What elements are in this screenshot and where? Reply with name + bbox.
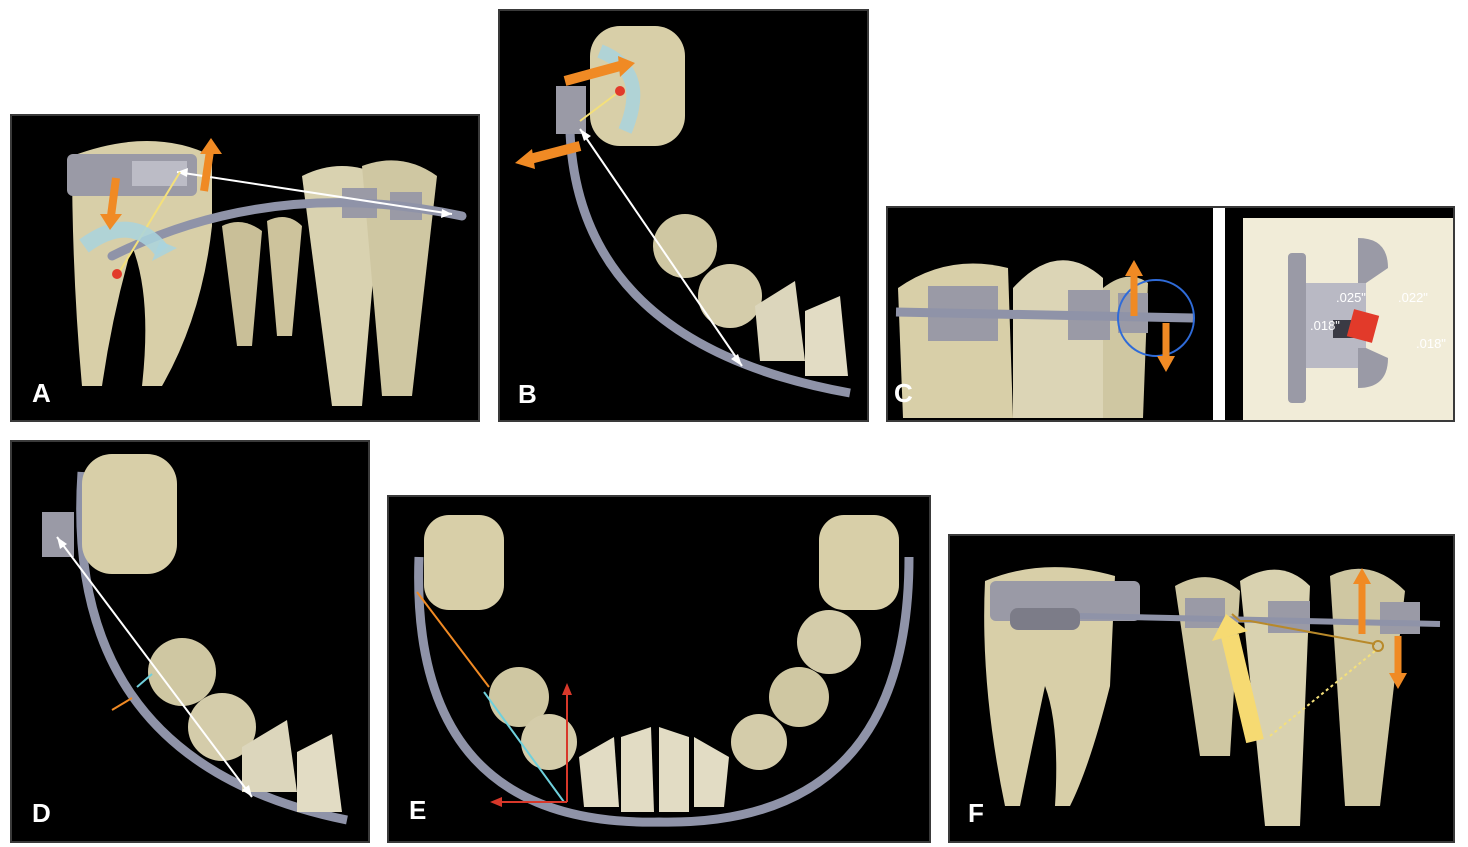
bracket-base <box>1288 253 1306 403</box>
line-cyan <box>483 691 565 803</box>
molar-tube <box>132 161 187 186</box>
molar-bracket <box>556 86 586 134</box>
tooth-occlusal <box>489 667 549 727</box>
panel-c-label: C <box>894 378 913 408</box>
perpendicular-line <box>136 673 153 688</box>
premolar-tooth <box>1240 569 1310 826</box>
center-of-resistance <box>615 86 625 96</box>
panel-c: .025" .022" .018" .018" C <box>886 206 1455 422</box>
panel-a-label: A <box>32 378 51 408</box>
tooth-occlusal <box>521 714 577 770</box>
panel-e-label: E <box>409 795 427 825</box>
molar-occlusal-right <box>819 515 899 610</box>
premolar-occlusal <box>148 638 216 706</box>
spring-coil <box>1372 640 1384 652</box>
measure-line <box>176 171 453 215</box>
molar-tooth <box>72 141 212 386</box>
force-line-dotted <box>1269 650 1376 737</box>
force-arrow <box>563 61 622 86</box>
tooth-occlusal <box>797 610 861 674</box>
tooth-occlusal <box>731 714 787 770</box>
offset-arrow <box>111 697 133 711</box>
panel-e: E <box>387 495 931 843</box>
archwire <box>565 100 851 398</box>
incisor-tooth <box>805 296 848 376</box>
force-arrow <box>528 141 582 164</box>
panel-a: A <box>10 114 480 422</box>
incisor-tooth <box>297 734 342 812</box>
center-line <box>116 171 181 277</box>
force-arrow-down <box>107 177 120 217</box>
bracket <box>1380 602 1420 634</box>
molar-bracket <box>42 512 74 557</box>
archwire <box>1079 613 1441 627</box>
dim-018-wire: .018" <box>1416 336 1446 351</box>
panel-d-label: D <box>32 798 51 828</box>
tooth-occlusal <box>769 667 829 727</box>
panel-f: F <box>948 534 1455 843</box>
force-arrow-large <box>1221 633 1264 744</box>
dim-022: .022" <box>1398 290 1428 305</box>
panel-d-illustration <box>42 454 348 825</box>
panel-b-illustration <box>515 26 851 398</box>
panel-e-illustration <box>414 515 914 827</box>
panel-b-label: B <box>518 379 537 409</box>
molar-occlusal <box>82 454 177 574</box>
center-of-resistance <box>112 269 122 279</box>
molar-occlusal-left <box>424 515 504 610</box>
measure-line-orange <box>416 591 490 688</box>
measure-line <box>56 536 253 798</box>
measure-line <box>579 128 743 367</box>
panel-f-label: F <box>968 798 984 828</box>
archwire <box>895 307 1194 323</box>
bracket-wing-top <box>1358 238 1388 283</box>
force-arrow-up <box>200 150 214 192</box>
premolar-teeth <box>222 217 302 346</box>
bracket-wing-bottom <box>1358 348 1388 388</box>
auxiliary-spring <box>1231 613 1376 645</box>
rotation-arrow <box>79 221 169 257</box>
molar-tube <box>1010 608 1080 630</box>
dim-018-slot: .018" <box>1310 318 1340 333</box>
rotation-arrow <box>597 44 641 134</box>
rotation-circle <box>1117 279 1195 357</box>
panel-f-illustration <box>984 567 1441 826</box>
panel-c-divider <box>1213 208 1225 420</box>
canine-tooth <box>755 281 805 361</box>
premolar-occlusal <box>698 264 762 328</box>
archwire <box>414 556 914 827</box>
anterior-teeth <box>579 727 729 812</box>
bracket <box>1185 598 1225 628</box>
center-line <box>579 90 621 122</box>
canine-tooth <box>242 720 297 792</box>
panel-c-illustration <box>895 218 1453 420</box>
premolar-occlusal <box>653 214 717 278</box>
premolar-occlusal <box>188 693 256 761</box>
panel-b: B <box>498 9 869 422</box>
dim-025: .025" <box>1336 290 1366 305</box>
wire-cross-section <box>1346 309 1380 343</box>
panel-d: D <box>10 440 370 843</box>
panel-a-illustration <box>67 138 467 406</box>
